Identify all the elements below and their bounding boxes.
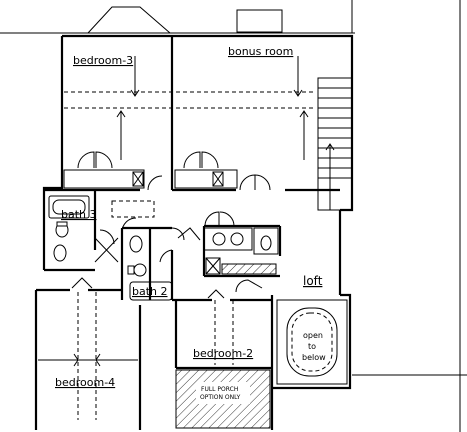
closets-upper: [44, 151, 340, 192]
label-bath-3: bath 3: [61, 208, 97, 221]
porch-area: [175, 369, 271, 429]
ceiling-dashes: [64, 56, 315, 160]
label-loft: loft: [303, 274, 323, 288]
label-bedroom-3: bedroom-3: [73, 54, 133, 67]
open-to-below: [276, 299, 348, 385]
site-lines: [352, 0, 467, 432]
note-open-line2: to: [308, 342, 316, 351]
label-bedroom-4: bedroom-4: [55, 376, 115, 389]
bath-2-fixtures: [120, 226, 185, 301]
lower-bedroom-dashes: [38, 292, 234, 420]
note-open-line1: open: [303, 331, 323, 340]
note-porch-line1: FULL PORCH: [201, 386, 238, 393]
label-bedroom-2: bedroom-2: [193, 347, 253, 360]
bedroom-2-bath: [177, 211, 282, 299]
note-porch-line2: OPTION ONLY: [200, 394, 241, 401]
label-bath-2: bath 2: [132, 285, 168, 298]
staircase: [317, 77, 353, 211]
hall-bath-area: [44, 190, 155, 289]
note-open-line3: below: [302, 353, 326, 362]
label-bonus-room: bonus room: [228, 45, 293, 58]
exterior-walls: [34, 34, 354, 430]
roof-dormers: [0, 0, 355, 34]
